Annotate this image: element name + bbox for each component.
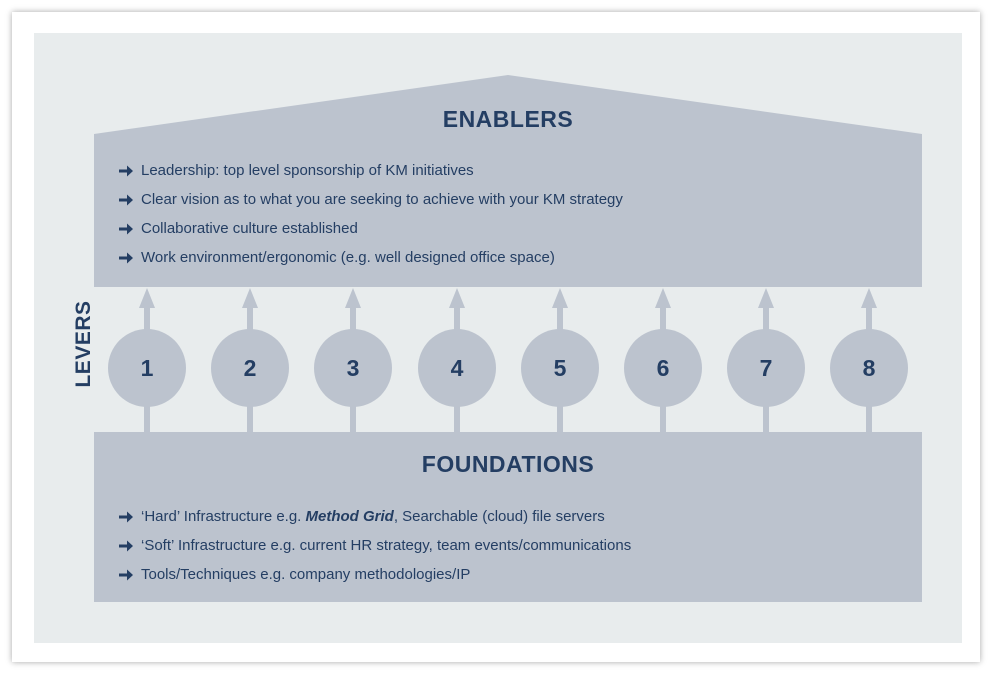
foundations-item: Tools/Techniques e.g. company methodolog…	[118, 560, 631, 589]
enablers-item: Work environment/ergonomic (e.g. well de…	[118, 243, 623, 272]
lever-arrowhead	[242, 288, 258, 308]
lever-number: 8	[862, 355, 876, 381]
lever-circle	[727, 329, 805, 407]
lever-circle	[418, 329, 496, 407]
enablers-roof-block	[94, 75, 922, 287]
lever-arrowhead	[655, 288, 671, 308]
foundations-title: FOUNDATIONS	[421, 451, 595, 477]
enablers-title: ENABLERS	[442, 106, 574, 132]
foundations-block	[94, 432, 922, 602]
method-grid-emphasis: Method Grid	[305, 508, 394, 525]
lever-number: 7	[759, 355, 773, 381]
lever-circle	[211, 329, 289, 407]
arrow-right-icon	[119, 223, 133, 234]
lever-arrowhead	[758, 288, 774, 308]
arrow-right-icon	[119, 194, 133, 205]
lever-number: 5	[553, 355, 567, 381]
enablers-item: Collaborative culture established	[118, 214, 623, 243]
arrow-right-icon	[119, 569, 133, 580]
arrow-right-icon	[119, 252, 133, 263]
lever-circle	[521, 329, 599, 407]
lever-circle	[624, 329, 702, 407]
lever-number: 6	[656, 355, 670, 381]
lever-arrowhead	[139, 288, 155, 308]
lever-circle	[830, 329, 908, 407]
arrow-right-icon	[119, 511, 133, 522]
levers-label: LEVERS	[72, 300, 95, 388]
lever-number: 4	[450, 355, 464, 381]
enablers-item: Clear vision as to what you are seeking …	[118, 185, 623, 214]
lever-number: 2	[243, 355, 257, 381]
lever-arrowhead	[552, 288, 568, 308]
arrow-right-icon	[119, 540, 133, 551]
lever-number: 1	[140, 355, 154, 381]
enablers-item: Leadership: top level sponsorship of KM …	[118, 156, 623, 185]
lever-circle	[108, 329, 186, 407]
lever-arrowhead	[861, 288, 877, 308]
foundations-item: ‘Soft’ Infrastructure e.g. current HR st…	[118, 531, 631, 560]
foundations-item: ‘Hard’ Infrastructure e.g. Method Grid, …	[118, 502, 631, 531]
lever-arrowhead	[449, 288, 465, 308]
lever-circle	[314, 329, 392, 407]
lever-arrowhead	[345, 288, 361, 308]
arrow-right-icon	[119, 165, 133, 176]
foundations-list: ‘Hard’ Infrastructure e.g. Method Grid, …	[118, 502, 631, 589]
lever-number: 3	[346, 355, 360, 381]
enablers-list: Leadership: top level sponsorship of KM …	[118, 156, 623, 272]
